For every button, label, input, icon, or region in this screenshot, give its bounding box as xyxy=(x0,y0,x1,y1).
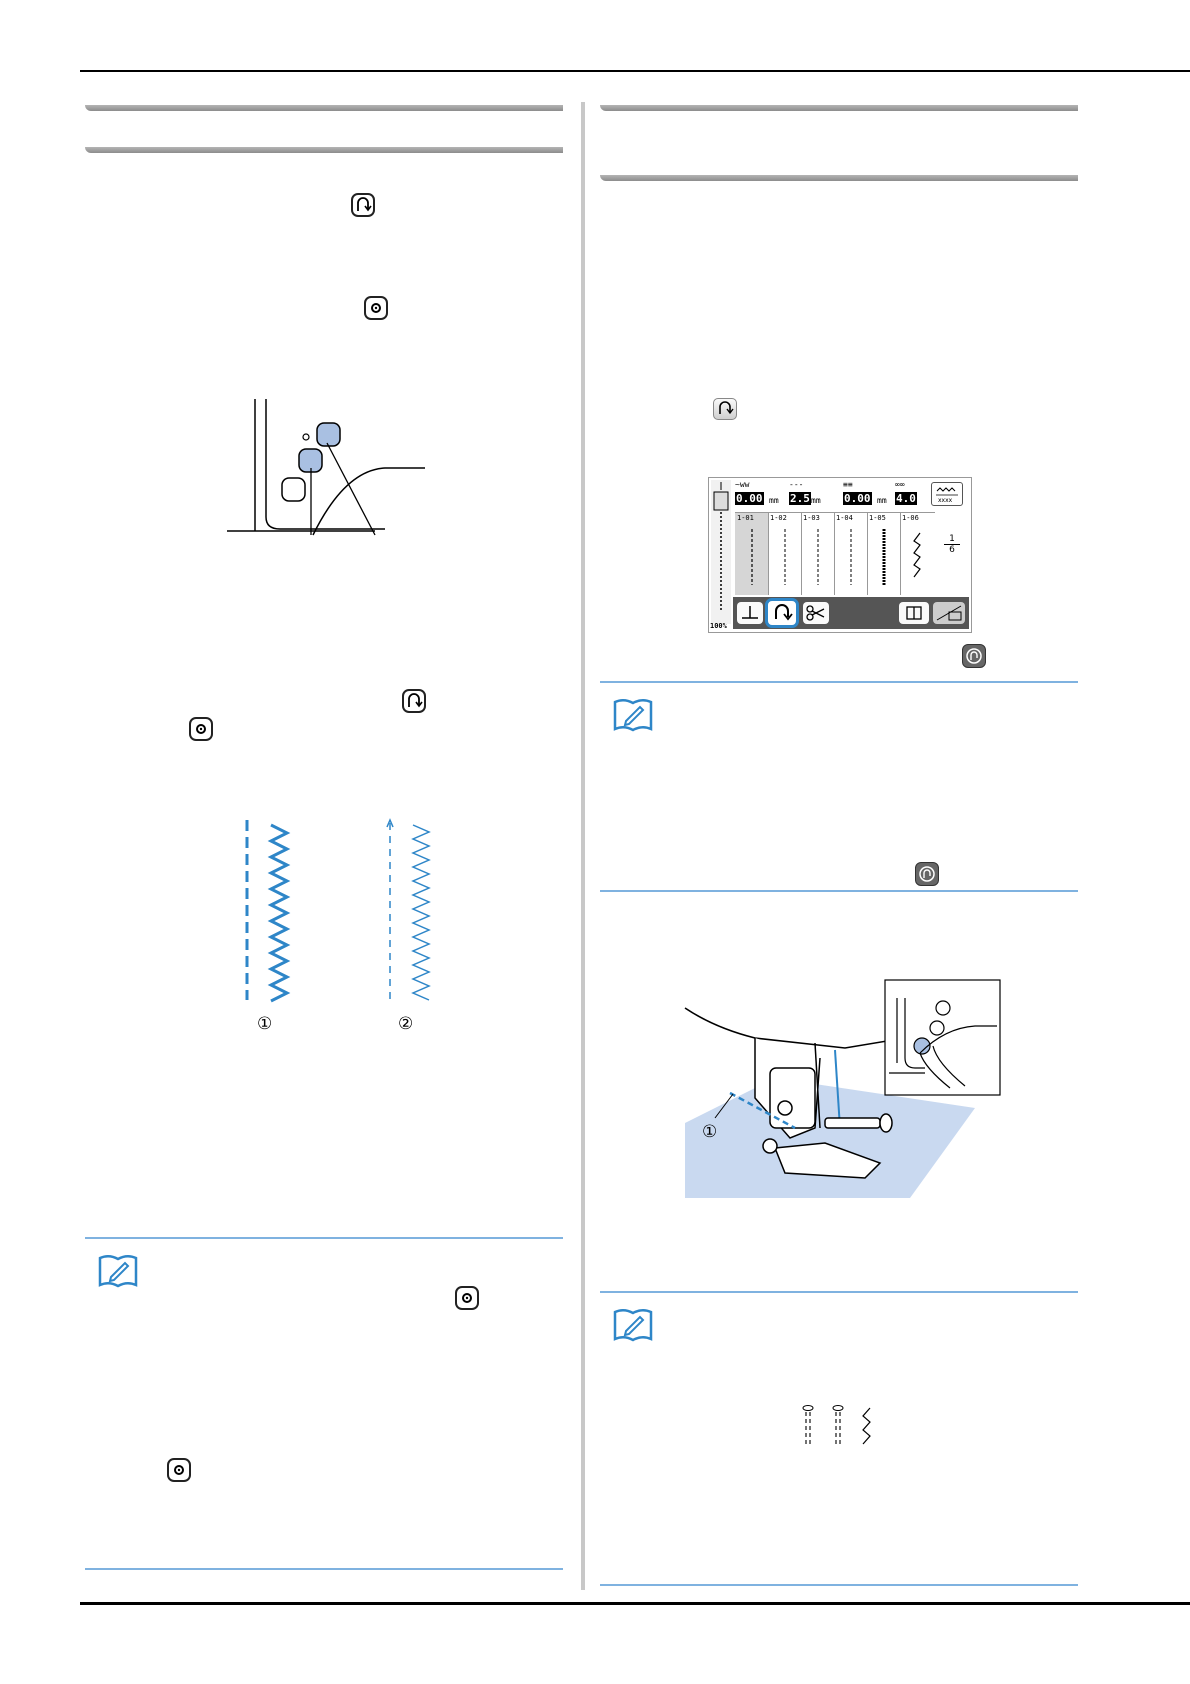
section-bar-top xyxy=(85,105,563,111)
stitch-comparison-illustration xyxy=(245,818,431,1003)
section-bar-bottom xyxy=(85,147,563,153)
reinforcement-stitch-icon xyxy=(189,717,213,741)
sewing-foot-illustration xyxy=(684,979,1001,1198)
tension-value: 4.0 xyxy=(895,492,917,505)
scissors-key[interactable] xyxy=(803,602,829,624)
stitch-cell-4[interactable]: 1-04 xyxy=(834,513,868,595)
note-rule-top xyxy=(600,1291,1078,1293)
page-denominator: 6 xyxy=(944,544,960,555)
reverse-stitch-icon xyxy=(351,193,375,217)
stitch-cell-6[interactable]: 1-06 xyxy=(900,513,935,595)
width-unit: mm xyxy=(769,496,779,505)
section-bar-top xyxy=(600,105,1078,111)
locking-stitch-icon xyxy=(962,644,986,668)
lcd-value-bar: ~ww 0.00 mm --- 2.5 mm ≡≡ 0.00 mm ∞∞ 4.0… xyxy=(735,480,965,510)
presser-foot-column xyxy=(711,480,731,624)
length-unit: mm xyxy=(811,496,821,505)
page-numerator: 1 xyxy=(949,534,955,544)
callout-label-1: ① xyxy=(702,1122,718,1141)
section-bar-bottom xyxy=(600,175,1078,181)
stitch-grid: 1-01 1-02 1-03 1-04 1-05 1-06 xyxy=(735,512,935,595)
bottom-rule xyxy=(80,1602,1190,1605)
note-rule-top xyxy=(600,681,1078,683)
page-indicator[interactable]: 1 6 xyxy=(937,534,967,564)
stitch-cell-5[interactable]: 1-05 xyxy=(867,513,901,595)
memo-book-icon xyxy=(613,699,653,732)
note-rule-top xyxy=(85,1237,563,1239)
settings-key-icon: xxxx xyxy=(931,482,963,506)
svg-text:xxxx: xxxx xyxy=(938,497,953,504)
reinforcement-stitch-icon xyxy=(364,296,388,320)
figure-label-1: ① xyxy=(257,1014,273,1033)
width-value: 0.00 xyxy=(735,492,764,505)
stitch-cell-1[interactable]: 1-01 xyxy=(735,513,769,595)
memo-book-icon xyxy=(613,1309,653,1342)
offset-value: 0.00 xyxy=(843,492,872,505)
width-icon: ~ww xyxy=(735,480,750,489)
presser-foot-key[interactable] xyxy=(737,602,763,624)
tension-icon: ∞∞ xyxy=(895,480,905,489)
memo-book-icon xyxy=(98,1255,138,1288)
stitch-cell-2[interactable]: 1-02 xyxy=(768,513,802,595)
zoom-readout: 100% xyxy=(710,622,727,630)
stitch-pattern-icons xyxy=(802,1405,871,1446)
lcd-screen: 100% ~ww 0.00 mm --- 2.5 mm ≡≡ 0.00 mm ∞… xyxy=(708,477,972,633)
reverse-stitch-icon xyxy=(402,689,426,713)
note-rule-bottom xyxy=(600,890,1078,892)
note-rule-bottom xyxy=(85,1568,563,1570)
offset-unit: mm xyxy=(877,496,887,505)
manual-key[interactable] xyxy=(899,602,929,624)
column-divider xyxy=(581,102,585,1590)
lock-stitch-key[interactable] xyxy=(765,598,799,628)
button-panel-illustration xyxy=(227,399,425,536)
reinforcement-stitch-icon xyxy=(167,1458,191,1482)
figure-label-2: ② xyxy=(398,1014,414,1033)
stitch-cell-3[interactable]: 1-03 xyxy=(801,513,835,595)
note-rule-bottom xyxy=(600,1584,1078,1586)
pattern-key[interactable] xyxy=(933,602,965,624)
top-rule xyxy=(80,70,1190,72)
length-value: 2.5 xyxy=(789,492,811,505)
lcd-toolbar xyxy=(733,597,969,629)
reinforcement-stitch-icon xyxy=(455,1286,479,1310)
offset-icon: ≡≡ xyxy=(843,480,853,489)
locking-stitch-icon xyxy=(915,862,939,886)
length-icon: --- xyxy=(789,480,804,489)
reverse-key-icon xyxy=(713,398,737,420)
